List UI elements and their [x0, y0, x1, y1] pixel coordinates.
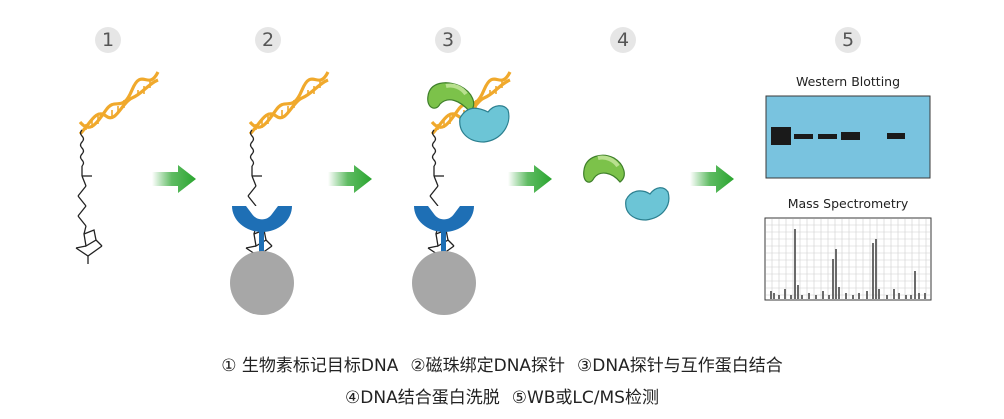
ms-peak — [778, 295, 780, 299]
ms-peak — [875, 239, 877, 299]
step-3-protein-binding — [412, 70, 512, 315]
blot-band — [887, 133, 905, 139]
caption-step-5: ⑤WB或LC/MS检测 — [511, 388, 659, 408]
caption-step-4: ④DNA结合蛋白洗脱 — [345, 388, 500, 408]
caption-line-1: ① 生物素标记目标DNA ②磁珠绑定DNA探针 ③DNA探针与互作蛋白结合 — [0, 351, 1004, 376]
step-1-number: 1 — [102, 29, 114, 51]
ms-peak — [872, 243, 874, 299]
ms-peak — [835, 249, 837, 299]
blue-protein-icon — [625, 187, 670, 221]
ms-peak — [815, 295, 817, 299]
western-blot-panel: Western Blotting — [765, 74, 931, 179]
step-3-badge: 3 — [435, 27, 461, 53]
ms-peak — [770, 291, 772, 299]
ms-peak — [784, 289, 786, 299]
ms-peak — [924, 293, 926, 299]
ms-peak — [893, 289, 895, 299]
step-4-eluted-proteins — [583, 154, 670, 221]
step-4-badge: 4 — [610, 27, 636, 53]
ms-peak — [808, 293, 810, 299]
ms-peak — [898, 293, 900, 299]
step-1-badge: 1 — [95, 27, 121, 53]
dna-helix-icon — [78, 70, 160, 136]
ms-peak — [773, 293, 775, 299]
mass-spec-panel: Mass Spectrometry — [764, 196, 932, 301]
ms-peak — [852, 295, 854, 299]
ms-peak — [914, 271, 916, 299]
ms-peak — [918, 293, 920, 299]
ms-peak — [797, 285, 799, 299]
arrow-icon — [690, 165, 734, 193]
arrow-icon — [328, 165, 372, 193]
ms-peak — [822, 291, 824, 299]
ms-peak — [878, 289, 880, 299]
step-2-bead-probe — [230, 70, 330, 315]
ms-peak — [845, 293, 847, 299]
blot-band — [794, 134, 813, 139]
step-1-biotin-dna — [75, 70, 160, 265]
magnetic-bead-icon — [412, 251, 476, 315]
ms-peak — [838, 287, 840, 299]
ms-peak — [828, 295, 830, 299]
blue-protein-icon — [459, 105, 510, 143]
ms-peak — [794, 229, 796, 299]
caption-step-3: ③DNA探针与互作蛋白结合 — [577, 356, 783, 376]
caption-step-1: ① 生物素标记目标DNA — [221, 356, 399, 376]
magnetic-bead-icon — [230, 251, 294, 315]
ms-peak — [858, 293, 860, 299]
mass-spec-title: Mass Spectrometry — [788, 196, 909, 211]
ms-peak — [886, 295, 888, 299]
step-5-badge: 5 — [835, 27, 861, 53]
blot-band — [771, 127, 791, 145]
ms-peak — [832, 259, 834, 299]
caption-step-2: ②磁珠绑定DNA探针 — [410, 356, 566, 376]
ms-peak — [801, 295, 803, 299]
ms-peak — [866, 291, 868, 299]
biotin-linker-icon — [75, 129, 103, 265]
caption-line-2: ④DNA结合蛋白洗脱 ⑤WB或LC/MS检测 — [0, 383, 1004, 408]
blot-band — [818, 134, 837, 139]
ms-peak — [910, 295, 912, 299]
ms-peak — [790, 295, 792, 299]
step-3-number: 3 — [442, 29, 454, 51]
step-2-number: 2 — [262, 29, 274, 51]
dna-helix-icon — [248, 70, 330, 136]
western-blot-title: Western Blotting — [796, 74, 900, 89]
arrow-icon — [508, 165, 552, 193]
blot-band — [841, 132, 860, 140]
arrow-icon — [152, 165, 196, 193]
step-5-number: 5 — [842, 29, 854, 51]
step-4-number: 4 — [617, 29, 629, 51]
ms-peak — [905, 295, 907, 299]
step-2-badge: 2 — [255, 27, 281, 53]
